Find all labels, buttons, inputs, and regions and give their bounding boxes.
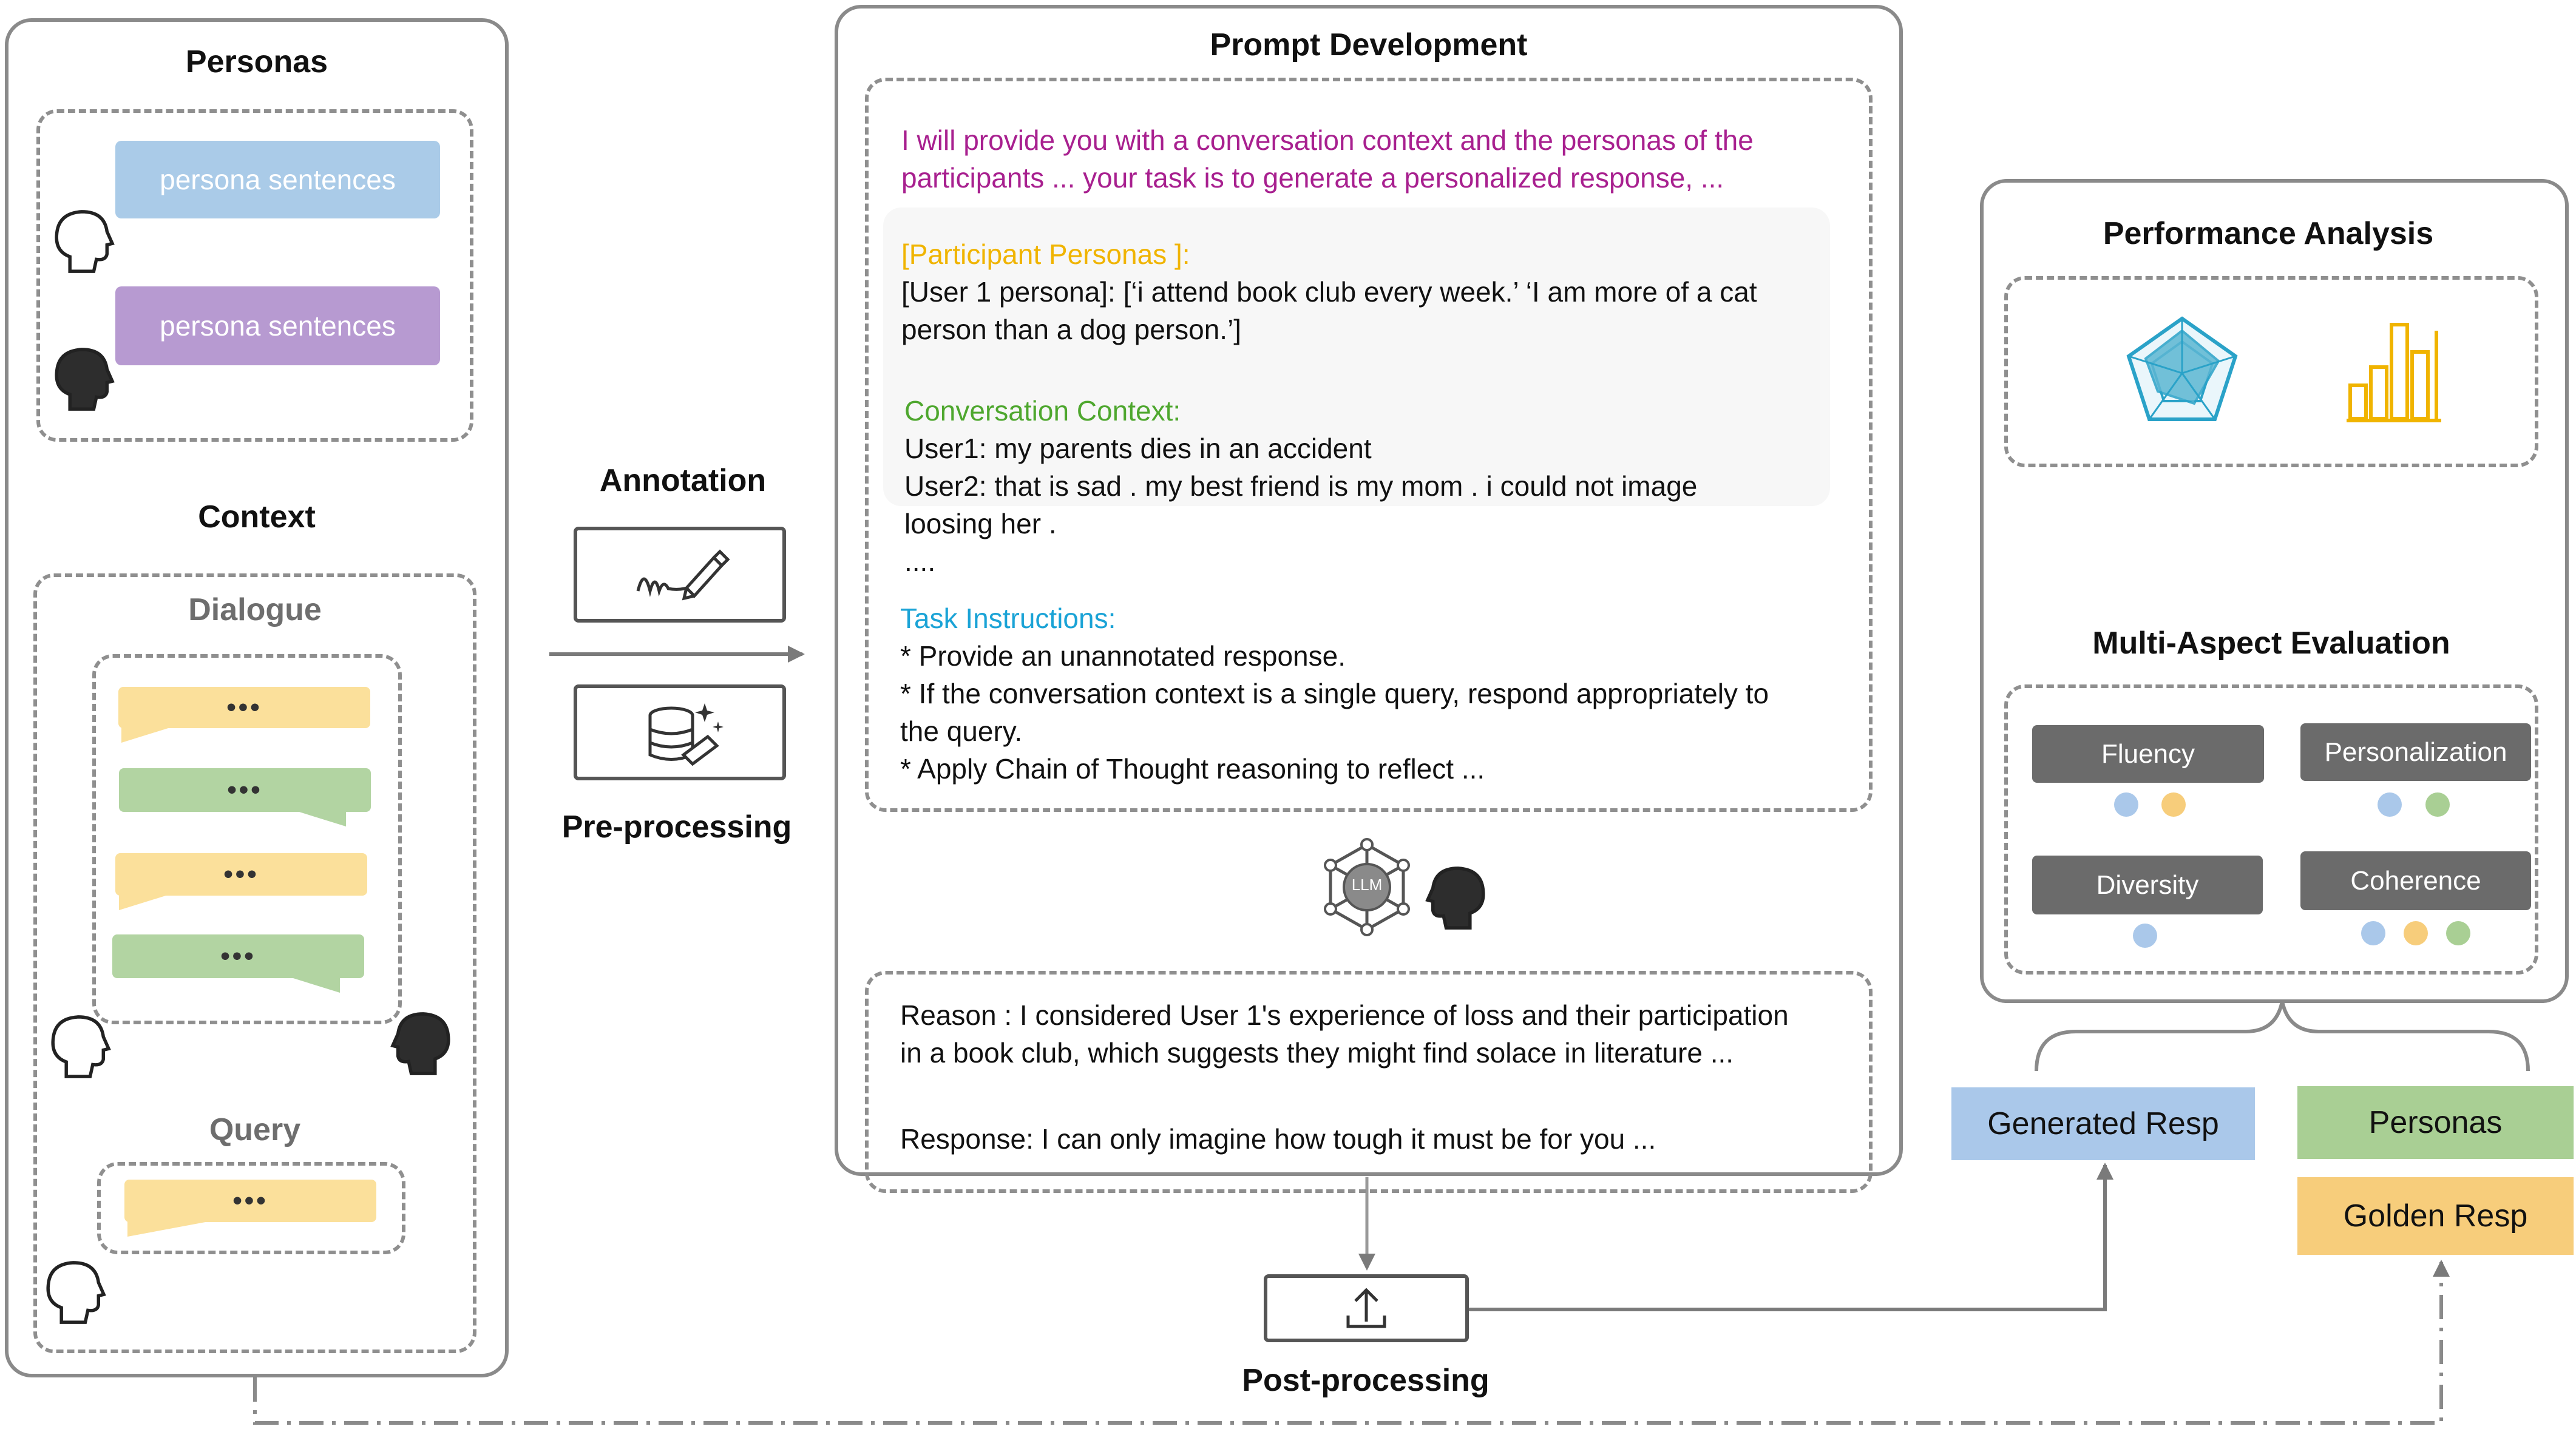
personas-line-2: person than a dog person.’] bbox=[901, 314, 1242, 345]
response-line: Response: I can only imagine how tough i… bbox=[900, 1123, 1656, 1155]
dot-yellow bbox=[2161, 792, 2186, 817]
reason-line-2: in a book club, which suggests they migh… bbox=[900, 1037, 1734, 1069]
query-message: ••• bbox=[124, 1180, 376, 1222]
prompt-development-panel bbox=[835, 5, 1903, 1176]
postprocessing-icon-box bbox=[1264, 1274, 1469, 1342]
context-line-4: .... bbox=[904, 546, 936, 577]
context-line-3: loosing her . bbox=[904, 508, 1057, 539]
prompt-dashed-box bbox=[865, 78, 1873, 812]
bar-chart-icon bbox=[2347, 323, 2441, 422]
dot-green bbox=[2425, 792, 2450, 817]
annotation-icon-box bbox=[574, 527, 786, 623]
generated-resp-box: Generated Resp bbox=[1951, 1087, 2255, 1160]
bubble-tail bbox=[285, 976, 340, 993]
personas-header: [Participant Personas ]: bbox=[901, 238, 1190, 270]
annotation-label: Annotation bbox=[599, 463, 767, 498]
user-outline-icon bbox=[51, 1015, 111, 1078]
ellipsis-text: ••• bbox=[223, 859, 259, 889]
persona-bubble-purple: persona sentences bbox=[115, 286, 440, 365]
context-line-1: User1: my parents dies in an accident bbox=[904, 433, 1372, 464]
database-clean-icon bbox=[648, 703, 724, 766]
query-dashed-box bbox=[97, 1162, 405, 1254]
user-outline-icon bbox=[46, 1261, 106, 1324]
task-line-3: the query. bbox=[900, 715, 1023, 747]
user-filled-icon bbox=[1425, 867, 1485, 930]
dot-yellow bbox=[2404, 921, 2428, 945]
dialogue-message-1: ••• bbox=[118, 687, 370, 728]
dialogue-message-2: ••• bbox=[119, 768, 371, 812]
response-dashed-box bbox=[865, 971, 1873, 1193]
user-filled-icon bbox=[390, 1012, 450, 1075]
bubble-tail bbox=[291, 809, 346, 826]
metric-coherence: Coherence bbox=[2300, 851, 2531, 910]
task-header: Task Instructions: bbox=[900, 603, 1116, 634]
dot-blue bbox=[2378, 792, 2402, 817]
intro-line-2: participants ... your task is to generat… bbox=[901, 162, 1724, 194]
dot-blue bbox=[2114, 792, 2138, 817]
personas-line-1: [User 1 persona]: [‘i attend book club e… bbox=[901, 276, 1757, 308]
golden-resp-box: Golden Resp bbox=[2297, 1177, 2574, 1255]
postprocessing-label: Post-processing bbox=[1242, 1363, 1490, 1398]
persona-bubble-blue: persona sentences bbox=[115, 141, 440, 218]
dialogue-message-3: ••• bbox=[115, 853, 367, 896]
personas-title: Personas bbox=[185, 44, 328, 79]
task-line-2: * If the conversation context is a singl… bbox=[900, 678, 1769, 709]
metric-diversity: Diversity bbox=[2032, 856, 2263, 914]
reason-line-1: Reason : I considered User 1's experienc… bbox=[900, 999, 1789, 1031]
llm-network-icon bbox=[1324, 838, 1410, 936]
ellipsis-text: ••• bbox=[220, 941, 256, 971]
ellipsis-text: ••• bbox=[226, 692, 262, 722]
bubble-tail bbox=[127, 1220, 219, 1237]
task-line-4: * Apply Chain of Thought reasoning to re… bbox=[900, 753, 1485, 785]
dialogue-dashed-box bbox=[92, 654, 402, 1024]
preprocessing-icon-box bbox=[574, 684, 786, 780]
query-title: Query bbox=[209, 1112, 301, 1147]
llm-label: LLM bbox=[1351, 876, 1383, 894]
personas-box: Personas bbox=[2297, 1086, 2574, 1159]
dialogue-title: Dialogue bbox=[188, 592, 322, 627]
user-outline-icon bbox=[55, 210, 115, 273]
intro-line-1: I will provide you with a conversation c… bbox=[901, 124, 1754, 156]
performance-dashed-box bbox=[2004, 276, 2538, 467]
task-line-1: * Provide an unannotated response. bbox=[900, 640, 1346, 672]
dot-green bbox=[2446, 921, 2470, 945]
multi-aspect-dashed-box bbox=[2004, 684, 2538, 975]
performance-analysis-title: Performance Analysis bbox=[2103, 216, 2434, 251]
prompt-shaded-area bbox=[883, 208, 1830, 506]
ellipsis-text: ••• bbox=[232, 1186, 268, 1215]
prompt-development-title: Prompt Development bbox=[1210, 27, 1528, 62]
bubble-tail bbox=[119, 893, 174, 910]
metric-personalization: Personalization bbox=[2300, 723, 2531, 781]
upload-icon bbox=[1346, 1288, 1386, 1328]
dot-blue bbox=[2361, 921, 2385, 945]
personas-dashed-box bbox=[36, 109, 473, 442]
dialogue-message-4: ••• bbox=[112, 934, 364, 978]
context-dashed-box bbox=[33, 573, 476, 1353]
user-filled-icon bbox=[55, 348, 115, 411]
bubble-tail bbox=[121, 726, 176, 743]
context-line-2: User2: that is sad . my best friend is m… bbox=[904, 470, 1698, 502]
radar-chart-icon bbox=[2126, 316, 2238, 421]
preprocessing-label: Pre-processing bbox=[561, 809, 792, 845]
dot-blue bbox=[2133, 924, 2157, 948]
ellipsis-text: ••• bbox=[227, 775, 263, 805]
context-title: Context bbox=[198, 499, 316, 535]
metric-fluency: Fluency bbox=[2032, 725, 2264, 783]
signature-pen-icon bbox=[636, 549, 730, 601]
multi-aspect-title: Multi-Aspect Evaluation bbox=[2092, 626, 2450, 661]
context-header: Conversation Context: bbox=[904, 395, 1181, 427]
